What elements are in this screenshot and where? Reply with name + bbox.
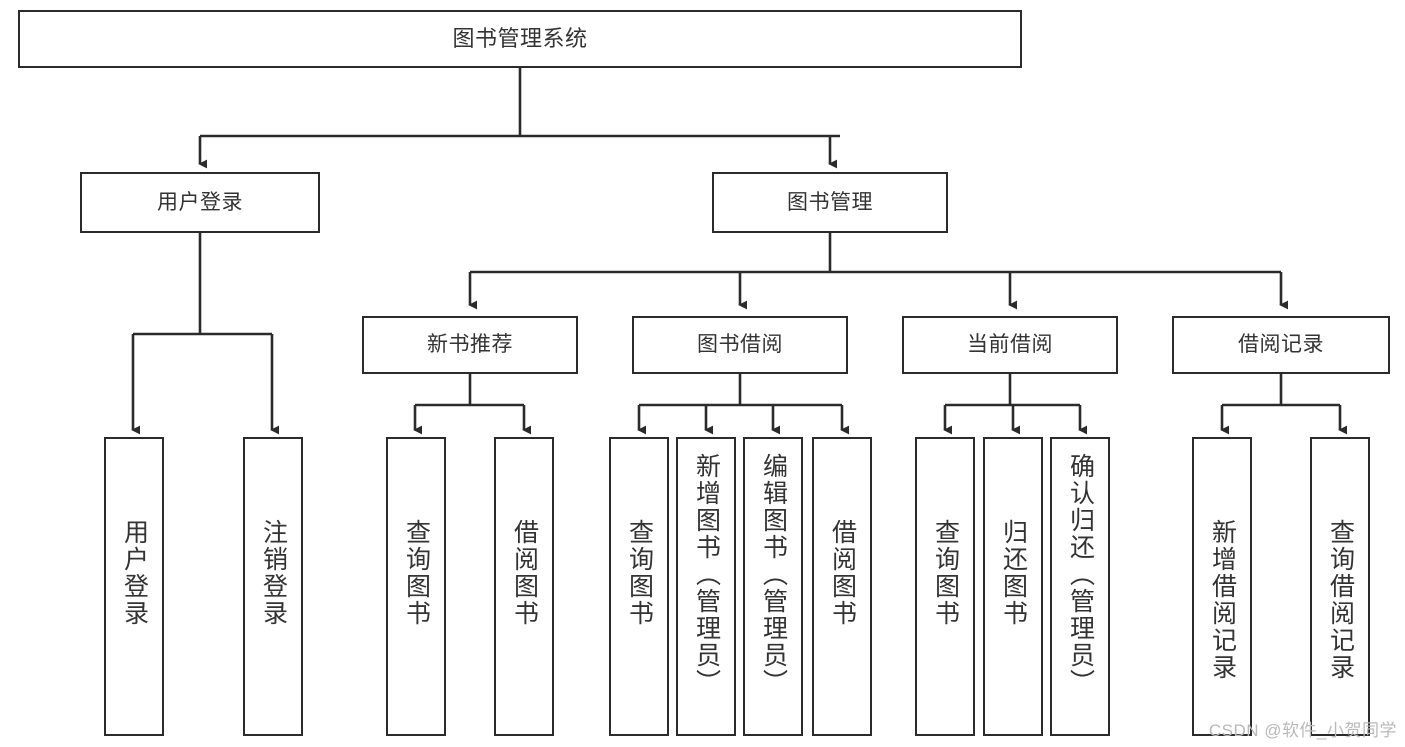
node-label: 借阅图书 [510, 519, 539, 627]
leaf-edit-book-admin[interactable]: 编辑图书（管理员） [743, 437, 803, 736]
leaf-add-borrow-record[interactable]: 新增借阅记录 [1192, 437, 1252, 736]
node-book-borrowing[interactable]: 图书借阅 [632, 316, 848, 374]
node-root-system[interactable]: 图书管理系统 [18, 10, 1022, 68]
leaf-confirm-return-admin[interactable]: 确认归还（管理员） [1050, 437, 1110, 736]
leaf-query-book-current[interactable]: 查询图书 [915, 437, 975, 736]
node-label: 查询图书 [625, 519, 654, 627]
node-label: 图书管理 [787, 190, 873, 214]
leaf-borrow-book-newbook[interactable]: 借阅图书 [494, 437, 554, 736]
node-new-book-recommendation[interactable]: 新书推荐 [362, 316, 578, 374]
node-label: 新增图书（管理员） [692, 453, 721, 696]
leaf-query-book-borrow[interactable]: 查询图书 [609, 437, 669, 736]
node-borrowing-records[interactable]: 借阅记录 [1172, 316, 1390, 374]
node-label: 新书推荐 [427, 333, 513, 357]
node-current-borrowing[interactable]: 当前借阅 [902, 316, 1118, 374]
node-label: 注销登录 [259, 519, 288, 627]
watermark: CSDN @软件_小贺同学 [1208, 721, 1397, 740]
leaf-logout[interactable]: 注销登录 [243, 437, 303, 736]
node-label: 图书管理系统 [452, 25, 588, 51]
leaf-add-book-admin[interactable]: 新增图书（管理员） [676, 437, 736, 736]
node-label: 编辑图书（管理员） [759, 453, 788, 696]
node-book-management[interactable]: 图书管理 [712, 172, 948, 233]
node-label: 确认归还（管理员） [1066, 453, 1095, 696]
leaf-query-borrow-record[interactable]: 查询借阅记录 [1310, 437, 1370, 736]
node-label: 查询借阅记录 [1326, 519, 1355, 681]
node-label: 借阅记录 [1238, 333, 1324, 357]
node-label: 新增借阅记录 [1208, 519, 1237, 681]
leaf-query-book-newbook[interactable]: 查询图书 [386, 437, 446, 736]
leaf-user-login[interactable]: 用户登录 [104, 437, 164, 736]
node-label: 图书借阅 [697, 333, 783, 357]
leaf-borrow-book-borrow[interactable]: 借阅图书 [812, 437, 872, 736]
node-label: 归还图书 [999, 519, 1028, 627]
node-label: 查询图书 [402, 519, 431, 627]
node-user-login[interactable]: 用户登录 [80, 172, 320, 233]
node-label: 借阅图书 [828, 519, 857, 627]
node-label: 用户登录 [120, 519, 149, 627]
node-label: 当前借阅 [967, 333, 1053, 357]
leaf-return-book[interactable]: 归还图书 [983, 437, 1043, 736]
node-label: 用户登录 [157, 190, 243, 214]
node-label: 查询图书 [931, 519, 960, 627]
